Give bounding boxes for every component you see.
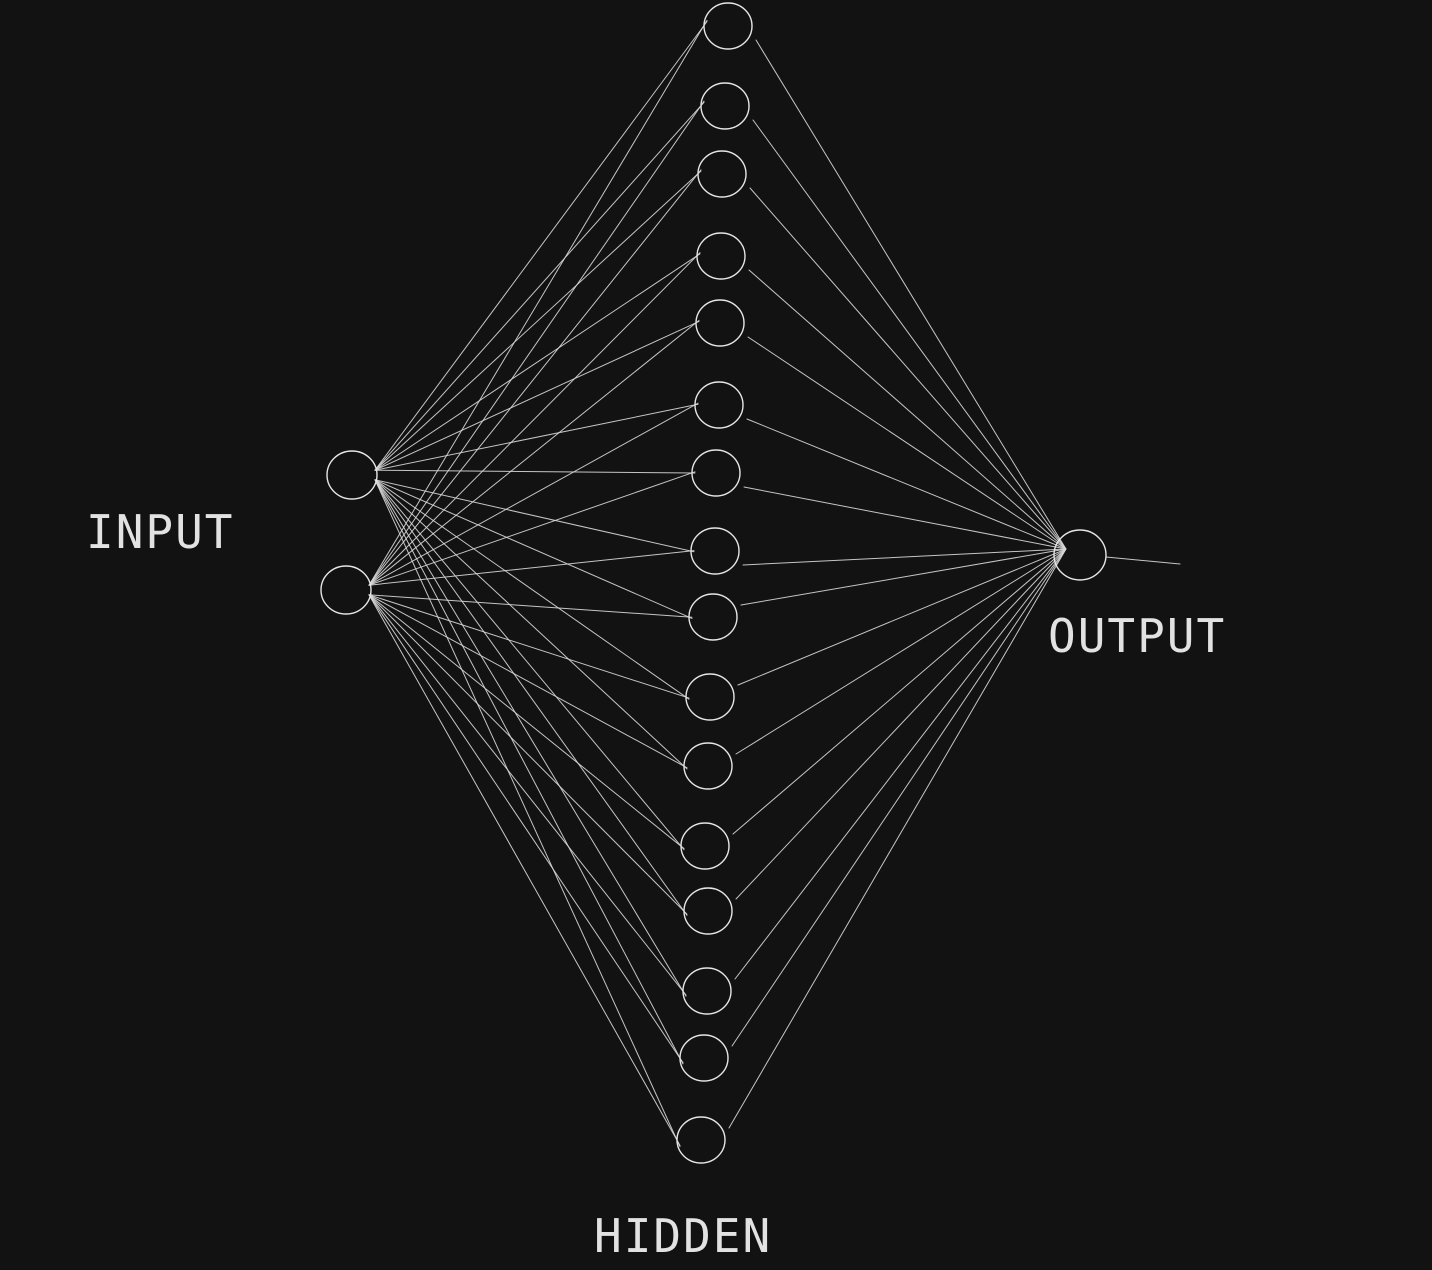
hidden-node [696,232,746,280]
connection-line [737,548,1067,686]
connection-line [728,548,1067,1129]
hidden-node [691,449,741,497]
hidden-node [695,299,745,347]
connection-line [368,100,705,586]
input-label: INPUT [86,505,234,559]
input-node [320,565,372,615]
hidden-node [683,887,733,935]
connection-line [374,479,695,553]
connection-line [735,548,1067,900]
hidden-node [676,1116,726,1164]
connection-line [747,336,1067,550]
connection-line [368,471,696,586]
hidden-node [700,82,750,130]
connection-line [374,403,699,471]
connection-line [368,594,688,915]
connection-line [374,21,708,471]
connection-line [368,550,695,586]
hidden-node [685,673,735,721]
connection-line [731,548,1067,1047]
connection-line [746,418,1067,550]
connection-line [734,548,1067,980]
hidden-node [682,967,732,1015]
connection-line [374,479,687,997]
hidden-node [679,1034,729,1082]
connection-line [368,594,687,996]
connection-line [368,594,685,850]
hidden-node [703,2,753,50]
hidden-label: HIDDEN [594,1209,772,1263]
connection-line [374,479,693,619]
connection-line [743,486,1067,550]
connection-line [374,469,696,474]
nodes [320,2,1107,1164]
connection-line [748,269,1067,550]
output-label: OUTPUT [1048,609,1226,663]
input-hidden-connections [368,19,708,1148]
connection-line [374,479,681,1148]
connection-line [374,479,684,1065]
connection-line [368,252,701,586]
connection-line [368,402,699,586]
connection-line [368,594,684,1064]
connection-line [368,19,708,586]
connection-line [374,170,702,471]
hidden-node [697,150,747,198]
connection-line [740,548,1067,606]
hidden-node [690,527,740,575]
connection-line [368,594,693,618]
output-node [1053,529,1107,581]
hidden-node [694,381,744,429]
output-edge [1105,556,1181,565]
connection-line [732,548,1067,835]
connection-line [374,479,688,770]
hidden-node [688,593,738,641]
connection-line [755,39,1067,550]
connection-line [374,320,700,471]
hidden-output-connections [728,39,1067,1129]
connection-line [752,119,1067,550]
connection-line [374,479,685,851]
hidden-node [683,742,733,790]
input-node [326,450,378,500]
connection-line [374,253,701,471]
connection-line [368,169,702,586]
connection-line [742,548,1067,566]
connection-line [368,594,681,1146]
hidden-node [680,822,730,870]
connection-line [735,548,1067,755]
connection-line [368,319,700,586]
connection-line [374,479,690,700]
connection-line [749,187,1067,550]
connection-line [374,101,705,471]
connection-line [368,594,690,699]
connection-line [374,479,688,916]
connection-line [368,594,688,769]
